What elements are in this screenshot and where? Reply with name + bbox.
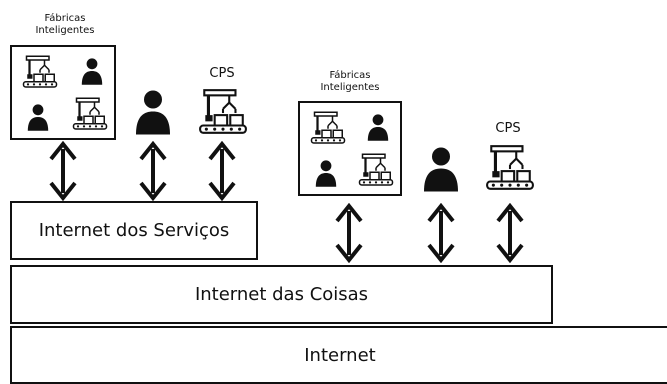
robot-conveyor-icon [72,95,108,133]
person-icon [421,145,461,192]
person-icon [366,113,390,141]
robot-conveyor-icon [197,86,249,138]
person-icon [80,57,104,85]
left-factory-title-line2: Inteligentes [35,25,95,36]
person-icon [133,88,173,135]
bidirectional-arrow-icon [207,141,237,201]
bidirectional-arrow-icon [334,203,364,263]
layer-ios-label: Internet dos Serviços [38,220,230,241]
robot-conveyor-icon [358,151,394,189]
right-smart-factory-box [298,101,402,196]
left-cps-label: CPS [209,66,235,81]
layer-internet: Internet [10,326,667,384]
robot-conveyor-icon [310,109,346,147]
bidirectional-arrow-icon [48,141,78,201]
right-factory-title-line1: Fábricas [329,70,371,81]
bidirectional-arrow-icon [426,203,456,263]
left-factory-title-line1: Fábricas [44,13,86,24]
bidirectional-arrow-icon [495,203,525,263]
layer-internet-dos-servicos: Internet dos Serviços [10,201,258,260]
person-icon [26,103,50,131]
bidirectional-arrow-icon [138,141,168,201]
layer-internet-das-coisas: Internet das Coisas [10,265,553,324]
robot-conveyor-icon [484,142,536,194]
right-factory-title-line2: Inteligentes [320,82,380,93]
robot-conveyor-icon [22,53,58,91]
left-factory-title: Fábricas Inteligentes [25,13,105,37]
right-cps-label: CPS [495,121,521,136]
layer-iot-label: Internet das Coisas [194,284,369,305]
layer-internet-label: Internet [304,344,376,366]
left-smart-factory-box [10,45,116,140]
right-factory-title: Fábricas Inteligentes [310,70,390,94]
person-icon [314,159,338,187]
